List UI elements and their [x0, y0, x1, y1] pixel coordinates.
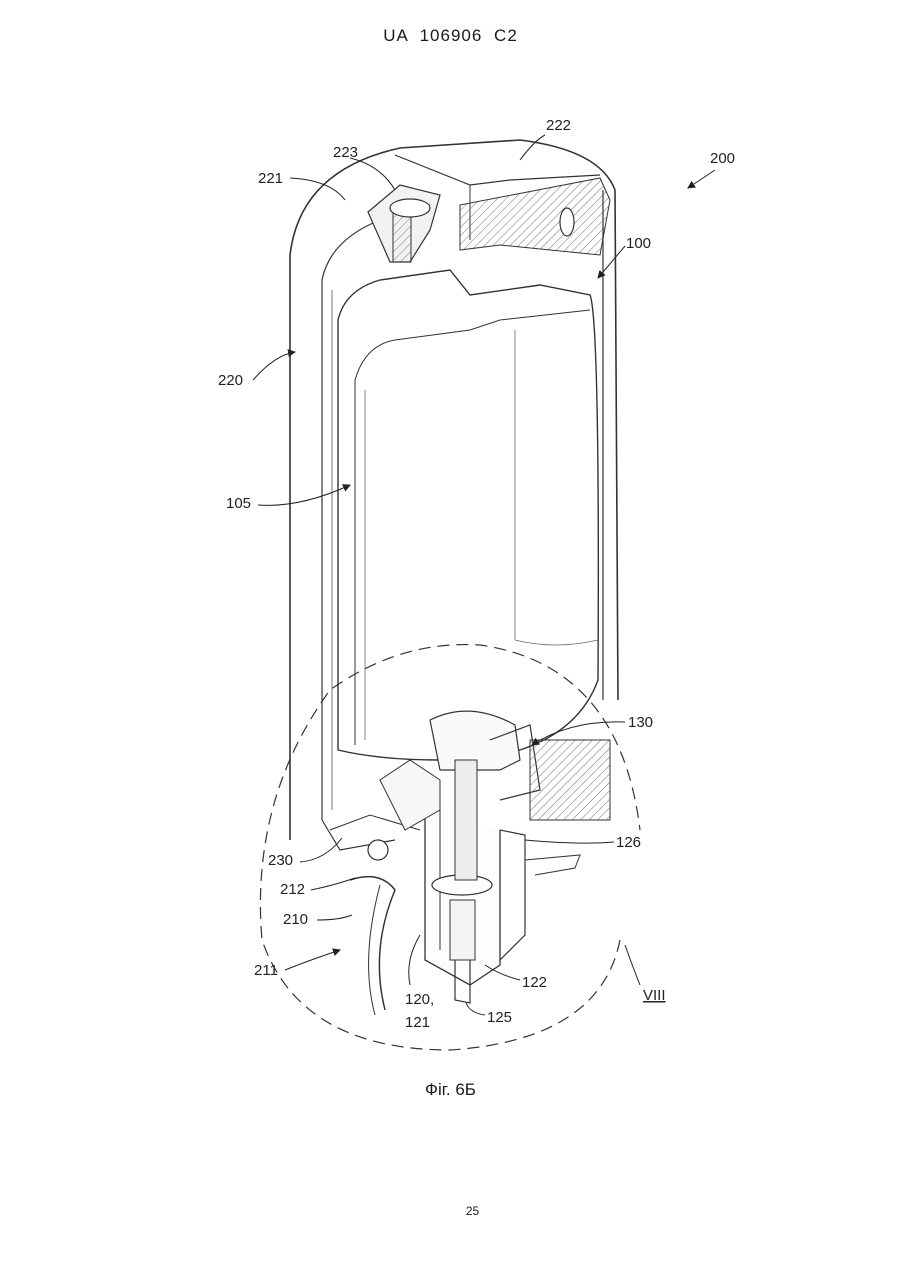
label-121: 121	[405, 1014, 430, 1031]
label-125: 125	[487, 1009, 512, 1026]
label-221: 221	[258, 170, 283, 187]
label-105: 105	[226, 495, 251, 512]
label-VIII: VIII	[643, 987, 666, 1004]
housing-inner	[322, 220, 380, 820]
label-220: 220	[218, 372, 243, 389]
label-100: 100	[626, 235, 651, 252]
label-223: 223	[333, 144, 358, 161]
page-number: 25	[0, 1204, 901, 1218]
label-130: 130	[628, 714, 653, 731]
label-126: 126	[616, 834, 641, 851]
label-122: 122	[522, 974, 547, 991]
label-230: 230	[268, 852, 293, 869]
housing-top-section	[460, 178, 610, 255]
label-200: 200	[710, 150, 735, 167]
container-100	[338, 270, 598, 760]
hanging-hole	[560, 208, 574, 236]
label-211: 211	[254, 962, 278, 979]
figure-caption: Фіг. 6Б	[0, 1080, 901, 1100]
label-222: 222	[546, 117, 571, 134]
pump-assembly	[425, 711, 610, 1003]
label-120: 120,	[405, 991, 434, 1008]
label-212: 212	[280, 881, 305, 898]
valve-223	[368, 185, 440, 262]
label-210: 210	[283, 911, 308, 928]
housing-base	[322, 760, 440, 1015]
